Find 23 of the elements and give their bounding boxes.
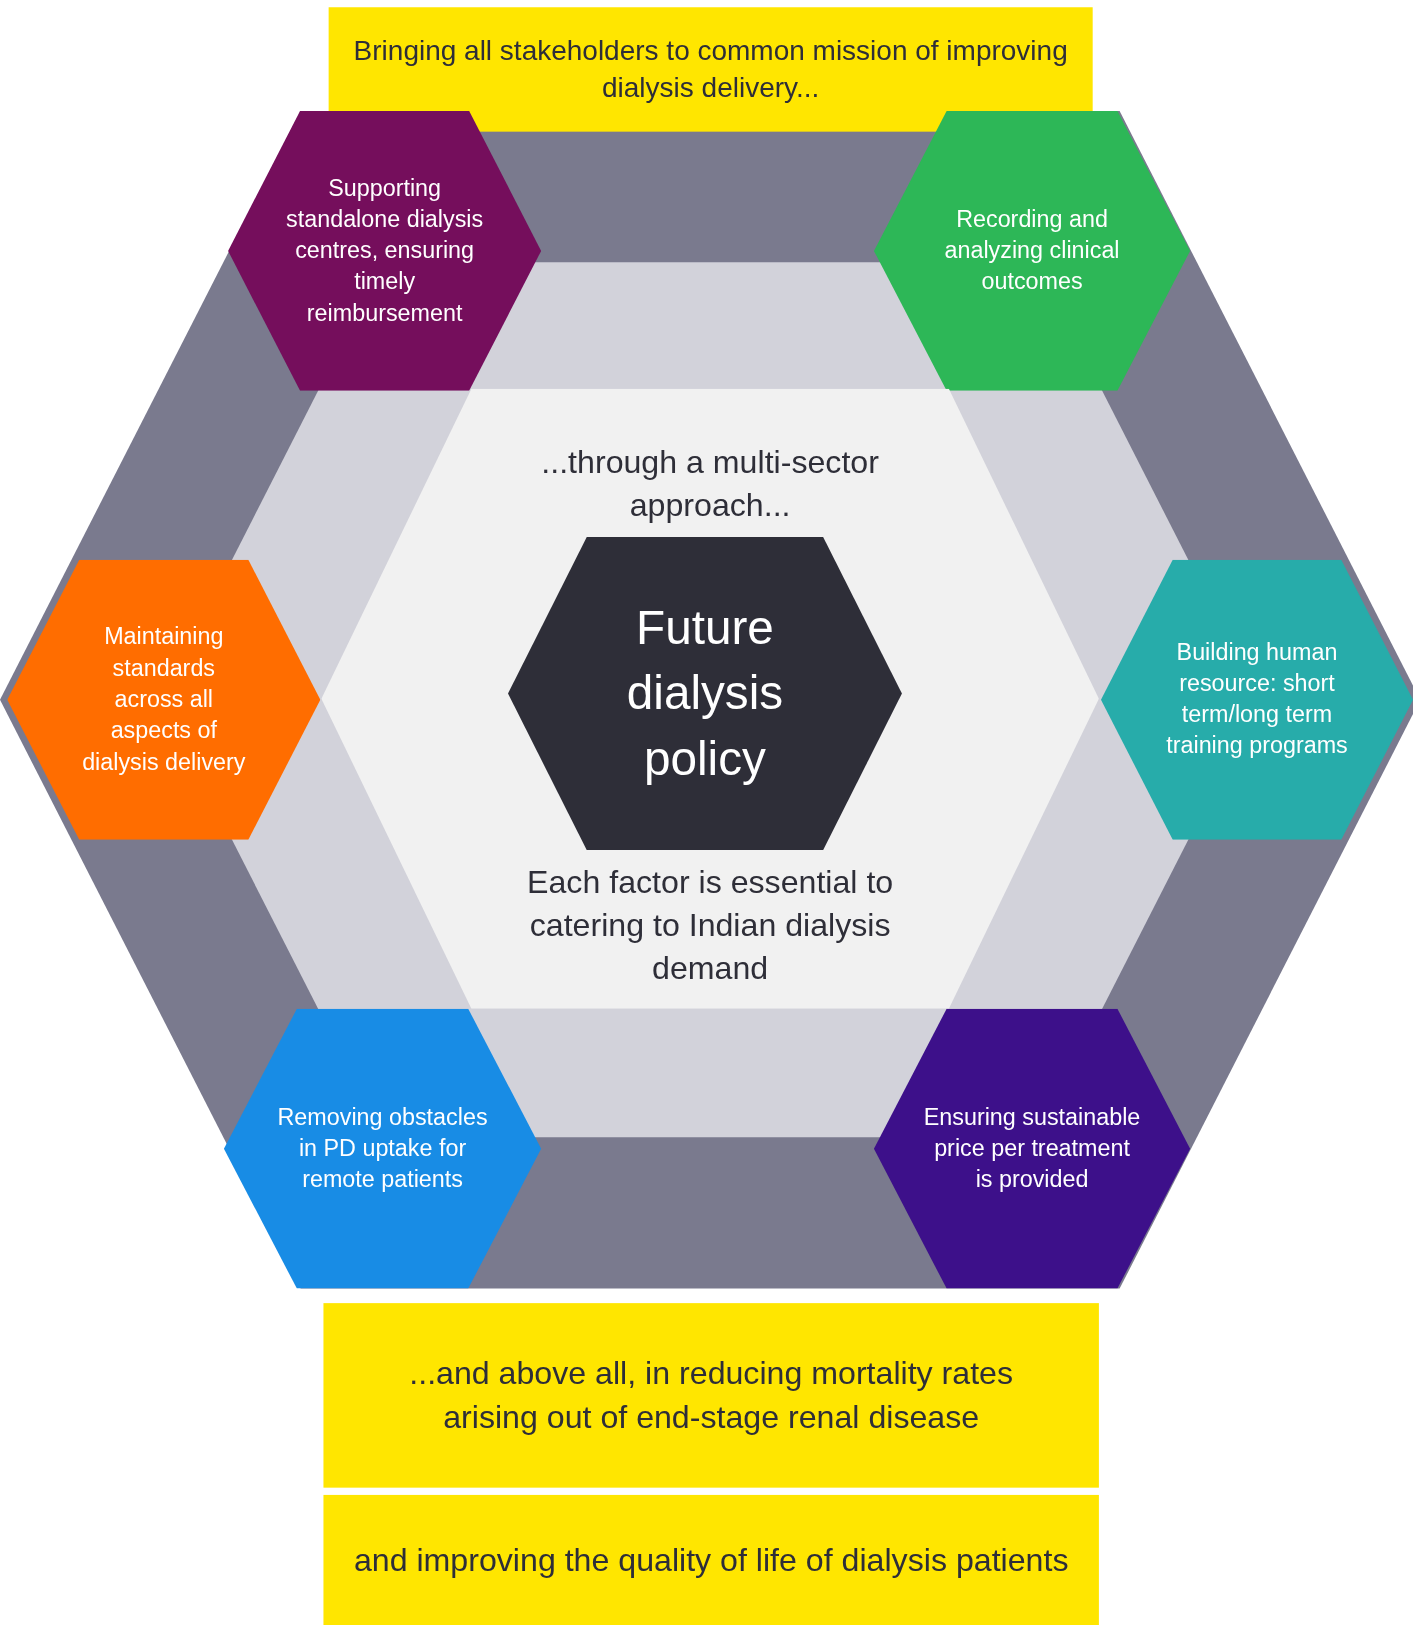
banner: [328, 7, 1093, 132]
tile-text: Recording and analyzing clinical outcomes: [943, 205, 1121, 297]
tile-text: Future dialysis policy: [625, 599, 785, 788]
hexagon-tile: [873, 110, 1191, 391]
tile-text: Maintaining standards across all aspects of dialysis delivery: [81, 622, 247, 777]
caption-text: Bringing all stakeholders to common mission of improving dialysis delivery...: [352, 34, 1069, 106]
hexagon-tile: [508, 537, 902, 851]
caption-text: ...through a multi-sector approach...: [540, 442, 880, 526]
hexagon-tile: [7, 559, 321, 840]
banner: [323, 1303, 1099, 1488]
hexagon-tile: [873, 1008, 1191, 1289]
hexagon-tile: [1101, 559, 1413, 840]
hexagon-tile: [228, 110, 542, 391]
banner: [323, 1494, 1099, 1625]
tile-text: Supporting standalone dialysis centres, ensuring timely reimbursement: [285, 173, 485, 328]
caption-text: and improving the quality of life of dialysis patients: [352, 1540, 1070, 1581]
tile-text: Ensuring sustainable price per treatment is provided: [923, 1102, 1141, 1195]
hexagon-panel: [321, 388, 1099, 1009]
tile-text: Removing obstacles in PD uptake for remote patients: [276, 1102, 489, 1195]
caption-text: ...and above all, in reducing mortality rates arising out of end-stage renal disease: [408, 1354, 1015, 1437]
caption-text: Each factor is essential to catering to Indian dialysis demand: [526, 862, 895, 988]
tile-text: Building human resource: short term/long term training programs: [1165, 638, 1349, 761]
hexagon-tile: [223, 1008, 542, 1289]
